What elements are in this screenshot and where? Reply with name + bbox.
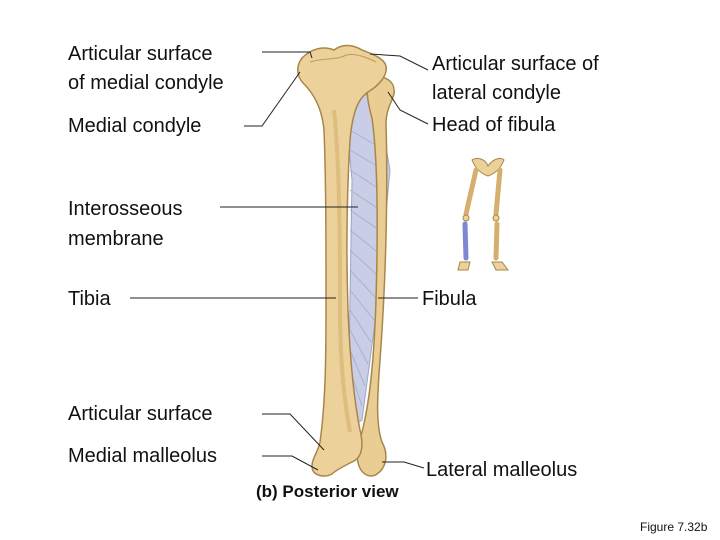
label-medial-malleolus: Medial malleolus	[68, 445, 217, 467]
label-articular-surface-lateral-condyle-line1: Articular surface of	[432, 53, 599, 75]
label-head-of-fibula: Head of fibula	[432, 114, 556, 136]
label-interosseous-membrane-line1: Interosseous	[68, 198, 183, 220]
label-interosseous-membrane-line2: membrane	[68, 228, 164, 250]
skeleton-inset-icon	[457, 157, 509, 271]
leader-head-of-fibula	[387, 91, 429, 125]
fibula-shape	[356, 76, 395, 477]
leader-articular-surface	[262, 413, 325, 451]
label-fibula: Fibula	[422, 288, 477, 310]
label-articular-surface-lateral-condyle-line2: lateral condyle	[432, 82, 561, 104]
label-tibia: Tibia	[68, 288, 111, 310]
label-articular-surface-medial-condyle-line1: Articular surface	[68, 43, 213, 65]
leader-articular-surface-lateral-condyle	[369, 53, 429, 71]
leader-articular-surface-medial-condyle	[262, 51, 313, 59]
leader-medial-condyle	[244, 71, 301, 127]
tibia-shape	[297, 44, 387, 477]
label-articular-surface-medial-condyle-line2: of medial condyle	[68, 72, 224, 94]
leader-medial-malleolus	[262, 455, 319, 471]
label-lateral-malleolus: Lateral malleolus	[426, 459, 578, 481]
tibial-condyle-detail	[309, 53, 377, 63]
label-articular-surface: Articular surface	[68, 403, 213, 425]
highlighted-leg-bones	[462, 221, 469, 261]
label-medial-condyle: Medial condyle	[68, 115, 202, 137]
tibia-shading	[332, 109, 352, 433]
figure-number: Figure 7.32b	[640, 520, 708, 534]
leader-lateral-malleolus	[382, 461, 425, 469]
leader-lines	[130, 51, 429, 471]
figure-caption: (b) Posterior view	[256, 482, 399, 501]
